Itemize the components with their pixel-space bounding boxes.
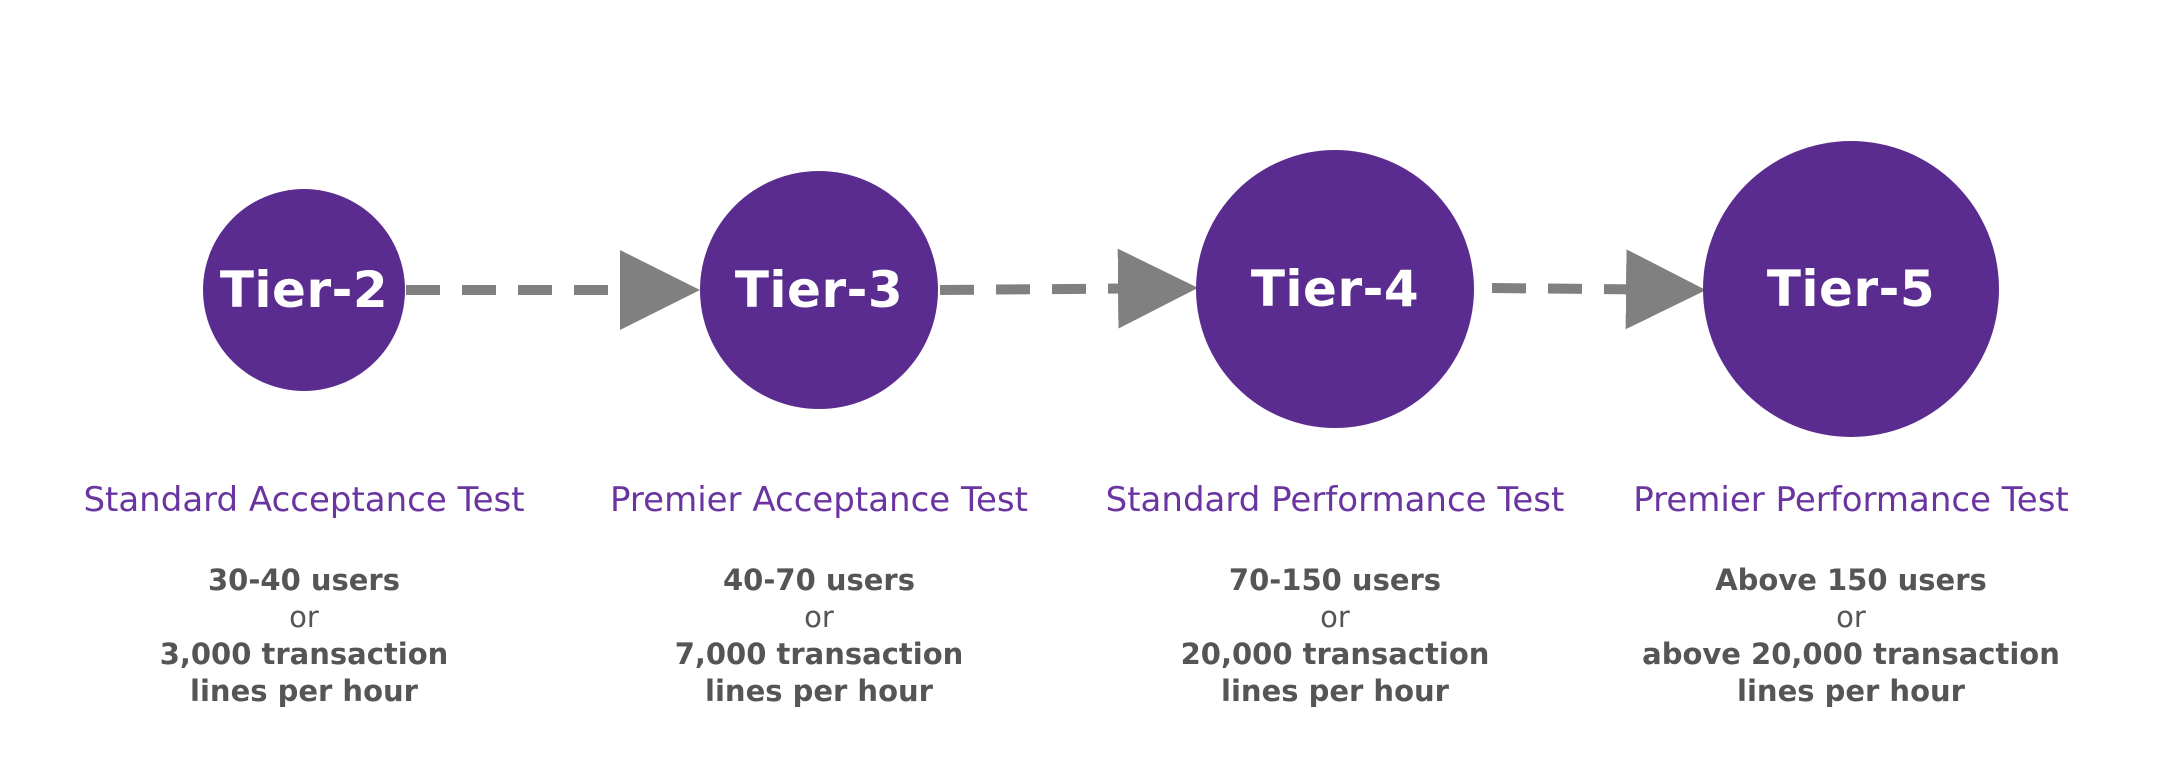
tier-2-or: or [289, 600, 319, 634]
tier-3-transactions: 7,000 transaction [674, 637, 964, 671]
tier-3-circle: Tier-3 [700, 171, 938, 409]
tier-3-per-hour: lines per hour [705, 674, 933, 708]
tier-2-transactions: 3,000 transaction [159, 637, 449, 671]
tier-4-users: 70-150 users [1228, 563, 1442, 597]
connector-arrow-tier4-tier5 [1491, 249, 1706, 330]
tier-3-label: Tier-3 [734, 261, 904, 319]
tier-5-label: Tier-5 [1766, 260, 1936, 318]
tier-4-transactions: 20,000 transaction [1180, 637, 1490, 671]
tier-2-per-hour: lines per hour [190, 674, 418, 708]
tier-4-details: 70-150 users or 20,000 transaction lines… [1075, 562, 1595, 710]
tier-5-title: Premier Performance Test [1633, 480, 2069, 520]
tier-2-users: 30-40 users [208, 563, 400, 597]
tier-3-column: Tier-3 Premier Acceptance Test 40-70 use… [559, 0, 1079, 781]
tier-3-title: Premier Acceptance Test [610, 480, 1028, 520]
tier-4-title: Standard Performance Test [1105, 480, 1565, 520]
tier-5-circle: Tier-5 [1703, 141, 1999, 437]
tier-2-column: Tier-2 Standard Acceptance Test 30-40 us… [44, 0, 564, 781]
tier-5-or: or [1836, 600, 1866, 634]
tier-4-per-hour: lines per hour [1221, 674, 1449, 708]
tier-4-label: Tier-4 [1250, 260, 1420, 318]
tier-2-details: 30-40 users or 3,000 transaction lines p… [44, 562, 564, 710]
tier-4-or: or [1320, 600, 1350, 634]
tier-2-circle: Tier-2 [203, 189, 405, 391]
tier-5-users: Above 150 users [1715, 563, 1987, 597]
tier-5-column: Tier-5 Premier Performance Test Above 15… [1591, 0, 2111, 781]
tier-3-details: 40-70 users or 7,000 transaction lines p… [559, 562, 1079, 710]
tier-4-column: Tier-4 Standard Performance Test 70-150 … [1075, 0, 1595, 781]
connector-arrow-tier3-tier4 [939, 248, 1198, 329]
tier-3-or: or [804, 600, 834, 634]
tier-3-users: 40-70 users [723, 563, 915, 597]
tier-4-circle: Tier-4 [1196, 150, 1474, 428]
tier-2-title: Standard Acceptance Test [83, 480, 525, 520]
tier-5-details: Above 150 users or above 20,000 transact… [1591, 562, 2111, 710]
tier-5-per-hour: lines per hour [1737, 674, 1965, 708]
tier-2-label: Tier-2 [219, 261, 389, 319]
tier-5-transactions: above 20,000 transaction [1642, 637, 2060, 671]
